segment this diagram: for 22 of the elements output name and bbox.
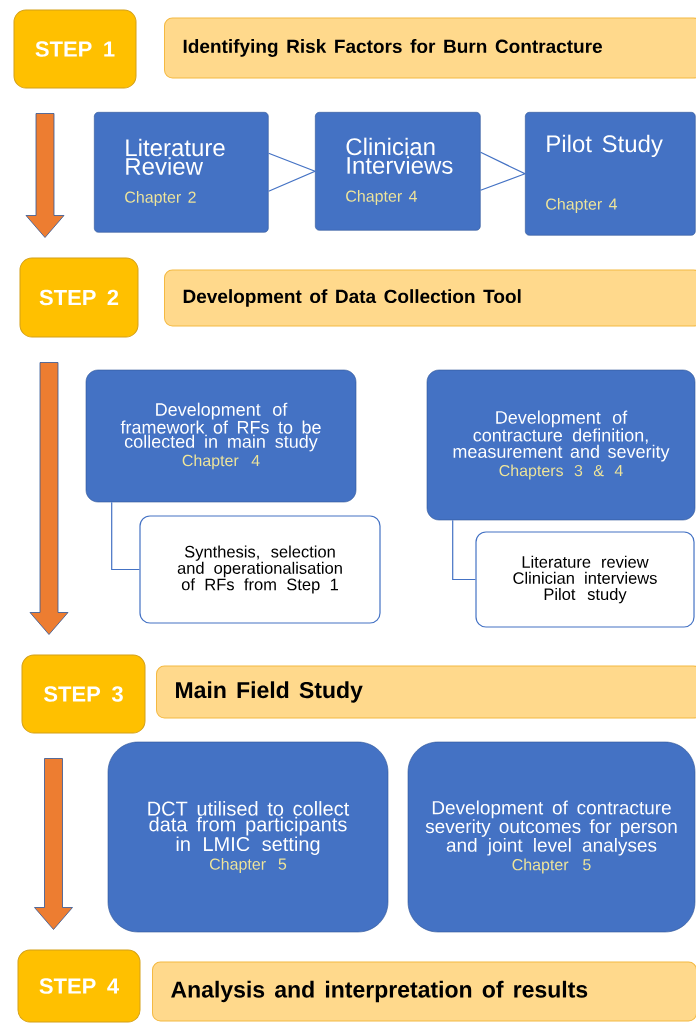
process-box: Pilot Study Chapter 4 <box>525 112 696 236</box>
note-box: Synthesis, selection and operationalisation of RFs from Step 1 <box>139 515 381 624</box>
step-badge: STEP 3 <box>21 654 146 734</box>
step-badge: STEP 2 <box>19 257 139 338</box>
process-box: Literature Review Chapter 2 <box>94 112 269 233</box>
title-banner: Analysis and interpretation of results <box>152 961 696 1022</box>
block-arrow <box>34 758 73 930</box>
process-box: Development of framework of RFs to be collected in main study Chapter 4 <box>85 369 357 503</box>
block-arrow <box>29 362 69 635</box>
process-box: Development of contracture definition, measurement and severity Chapters 3 & 4 <box>426 369 696 521</box>
process-box: DCT utilised to collect data from participants in LMIC setting Chapter 5 <box>107 741 389 933</box>
connector-line <box>452 519 476 581</box>
note-box: Literature review Clinician interviews Pilot study <box>475 531 695 628</box>
process-box: Development of contracture severity outcomes for person and joint level analyses Chapter 5 <box>407 741 696 933</box>
block-arrow <box>25 113 65 238</box>
title-banner: Main Field Study <box>156 665 696 719</box>
connector-line <box>111 501 140 571</box>
step-badge: STEP 1 <box>13 9 137 89</box>
title-banner: Development of Data Collection Tool <box>164 269 696 327</box>
step-badge: STEP 4 <box>17 949 141 1023</box>
process-box: Clinician Interviews Chapter 4 <box>315 112 481 231</box>
title-banner: Identifying Risk Factors for Burn Contracture <box>164 17 696 79</box>
